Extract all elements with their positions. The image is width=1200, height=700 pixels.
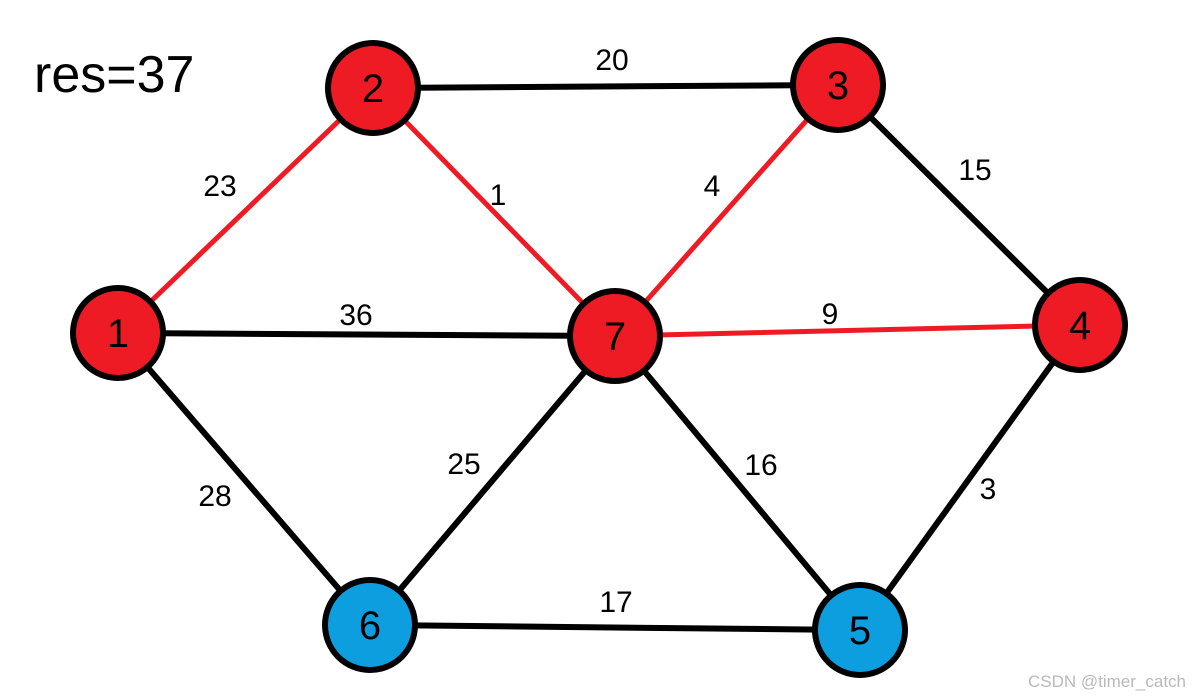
edge-weight-1-6: 28: [198, 480, 231, 513]
node-3[interactable]: 3: [790, 37, 886, 133]
edge-6-7: [394, 365, 591, 596]
edge-weight-5-4: 3: [980, 473, 997, 506]
edges-layer: [142, 82, 1059, 633]
edge-2-7: [399, 115, 589, 309]
node-label-6: 6: [359, 604, 381, 648]
node-label-7: 7: [604, 315, 626, 359]
edge-weight-1-2: 23: [203, 170, 236, 203]
node-circle-1[interactable]: [70, 285, 166, 381]
edge-3-4: [864, 111, 1054, 299]
edge-weight-3-4: 15: [958, 154, 991, 187]
edge-2-3: [411, 82, 800, 91]
edge-1-6: [142, 361, 346, 597]
node-label-2: 2: [362, 67, 384, 111]
edge-weight-2-7: 1: [490, 179, 507, 212]
edge-7-4: [654, 323, 1041, 338]
result-label: res=37: [34, 46, 195, 104]
node-circle-4[interactable]: [1032, 277, 1128, 373]
edge-weight-2-3: 20: [595, 44, 628, 77]
node-1[interactable]: 1: [70, 285, 166, 381]
node-label-1: 1: [107, 312, 129, 356]
node-6[interactable]: 6: [322, 577, 418, 673]
edge-weight-6-7: 25: [447, 448, 480, 481]
edge-1-7: [156, 330, 577, 339]
edge-5-4: [881, 356, 1059, 599]
node-7[interactable]: 7: [567, 288, 663, 384]
node-label-5: 5: [849, 609, 871, 653]
node-label-3: 3: [827, 64, 849, 108]
node-label-4: 4: [1069, 304, 1091, 348]
edge-7-5: [638, 365, 837, 601]
edge-weight-6-5: 17: [599, 586, 632, 619]
node-circle-3[interactable]: [790, 37, 886, 133]
edge-weight-7-4: 9: [822, 298, 839, 331]
node-circle-6[interactable]: [322, 577, 418, 673]
node-circle-7[interactable]: [567, 288, 663, 384]
node-2[interactable]: 2: [325, 40, 421, 136]
edge-6-5: [408, 622, 822, 633]
watermark: CSDN @timer_catch: [1027, 672, 1186, 691]
node-5[interactable]: 5: [812, 582, 908, 678]
edge-weight-7-5: 16: [744, 449, 777, 482]
edge-weight-3-7: 4: [704, 170, 721, 203]
node-4[interactable]: 4: [1032, 277, 1128, 373]
edge-1-2: [145, 114, 346, 307]
node-circle-2[interactable]: [325, 40, 421, 136]
edge-3-7: [640, 113, 813, 308]
edge-weight-1-7: 36: [339, 299, 372, 332]
node-circle-5[interactable]: [812, 582, 908, 678]
